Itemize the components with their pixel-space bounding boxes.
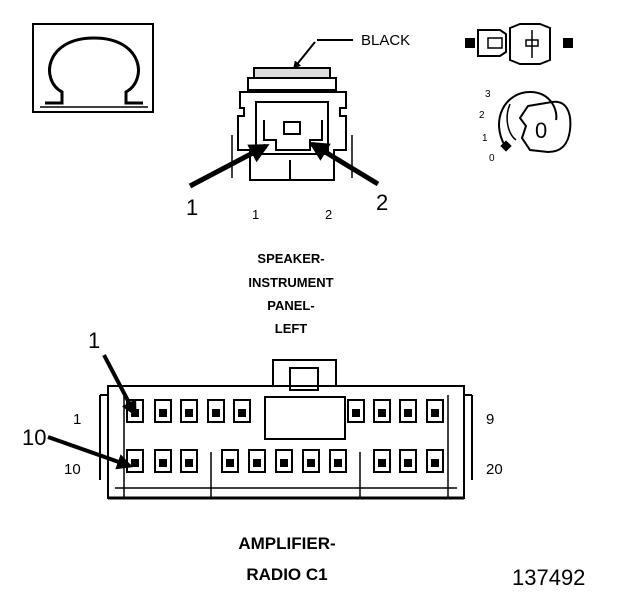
connector-pin-cavity (373, 399, 391, 423)
svg-text:RADIO C1: RADIO C1 (246, 565, 327, 584)
connector-pin-cavity (233, 399, 251, 423)
speaker-connector-drawing (231, 39, 353, 181)
connector-pin-cavity (347, 399, 365, 423)
connector-lock-icon (465, 23, 573, 65)
svg-text:INSTRUMENT: INSTRUMENT (248, 275, 333, 290)
connector-pin-cavity (180, 449, 198, 473)
key-position-2: 2 (479, 110, 485, 121)
connector-pin-cavity (275, 449, 293, 473)
connector-pin-cavity (373, 449, 391, 473)
svg-text:AMPLIFIER-: AMPLIFIER- (238, 534, 335, 553)
speaker-callout-arrow-2 (308, 141, 380, 187)
figure-number: 137492 (512, 565, 585, 590)
speaker-connector-title: SPEAKER- INSTRUMENT PANEL- LEFT (248, 251, 333, 336)
speaker-callout-2: 2 (376, 190, 388, 215)
connector-pin-cavity (329, 449, 347, 473)
connector-pin-cavity (154, 399, 172, 423)
speaker-callout-arrow-1 (188, 143, 270, 189)
ohm-symbol-icon (32, 23, 154, 113)
amplifier-connector-title: AMPLIFIER- RADIO C1 (238, 534, 335, 584)
key-position-1: 1 (482, 133, 488, 144)
amplifier-connector-drawing (99, 359, 473, 500)
connector-pin-cavity (302, 449, 320, 473)
speaker-color-label: BLACK (361, 32, 410, 49)
amplifier-row1-left-label: 1 (73, 411, 81, 428)
amplifier-row1-right-label: 9 (486, 411, 494, 428)
speaker-pin-label-1: 1 (252, 207, 259, 222)
connector-pin-cavity (126, 449, 144, 473)
speaker-callout-1: 1 (186, 195, 198, 220)
key-position-icon (498, 90, 572, 154)
connector-pin-cavity (426, 399, 444, 423)
connector-pin-cavity (154, 449, 172, 473)
svg-text:LEFT: LEFT (275, 321, 308, 336)
svg-text:PANEL-: PANEL- (267, 298, 314, 313)
amplifier-callout-arrow-10 (47, 435, 134, 470)
connector-pin-cavity (207, 399, 225, 423)
amplifier-callout-1: 1 (88, 328, 100, 353)
key-digit: 0 (535, 118, 547, 143)
svg-text:SPEAKER-: SPEAKER- (257, 251, 324, 266)
amplifier-callout-10: 10 (22, 425, 46, 450)
connector-pin-cavity (221, 449, 239, 473)
speaker-pin-label-2: 2 (325, 207, 332, 222)
connector-pin-cavity (426, 449, 444, 473)
key-position-0: 0 (489, 153, 495, 164)
connector-pin-cavity (180, 399, 198, 423)
connector-pin-cavity (399, 399, 417, 423)
amplifier-row2-left-label: 10 (64, 461, 81, 478)
amplifier-callout-arrow-1 (102, 354, 137, 417)
key-position-3: 3 (485, 89, 491, 100)
amplifier-row2-right-label: 20 (486, 461, 503, 478)
connector-pin-cavity (248, 449, 266, 473)
connector-pin-cavity (399, 449, 417, 473)
